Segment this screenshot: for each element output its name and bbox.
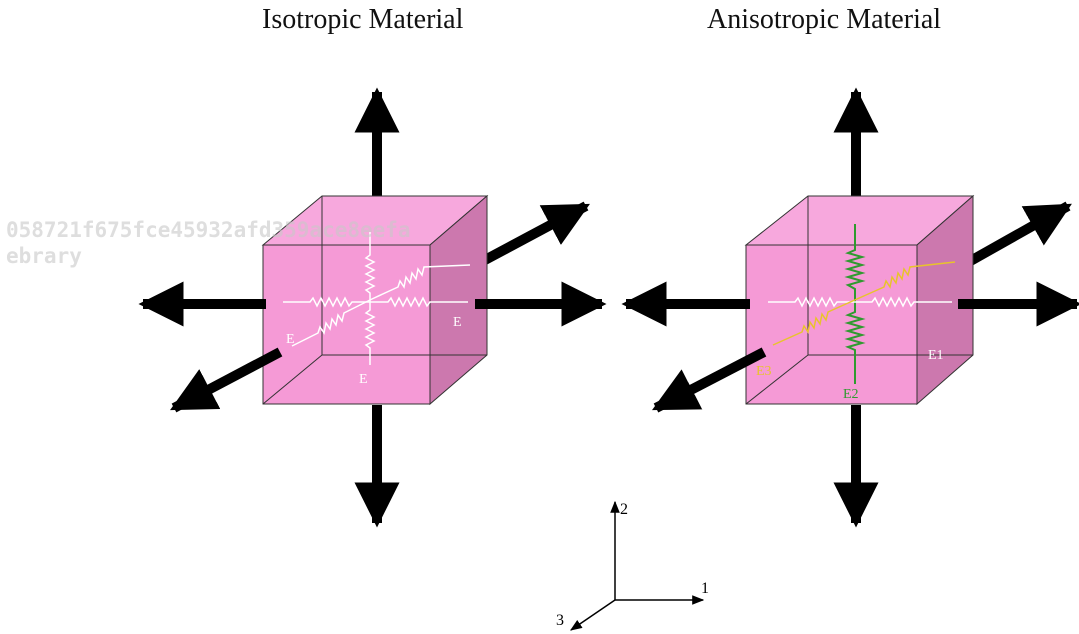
cube-hidden-edge-diag (262, 354, 323, 405)
cube-front-face (262, 244, 431, 405)
spring-e3 (772, 261, 956, 346)
axis-3-label: 3 (556, 612, 564, 629)
isotropic-cube-group: E E E (138, 87, 607, 528)
load-arrow-back-right (955, 201, 1072, 273)
aniso-label-e3: E3 (756, 364, 772, 379)
axis-2-label: 2 (620, 501, 628, 518)
spring-horizontal (283, 296, 468, 308)
spring-diagonal (291, 264, 471, 347)
title-isotropic: Isotropic Material (262, 4, 464, 35)
anisotropic-cube-group: E3 E1 E2 (621, 87, 1079, 528)
load-arrow-front-left (170, 347, 283, 413)
aniso-label-e2: E2 (843, 387, 859, 402)
cube-hidden-edge-diag (745, 354, 809, 405)
iso-label-x: E (453, 315, 462, 330)
load-arrow-back-right (467, 201, 590, 273)
iso-label-y: E (359, 372, 368, 387)
axis-3-line (570, 599, 616, 631)
iso-label-z: E (286, 332, 295, 347)
axes-triad: 2 1 3 (556, 500, 709, 631)
title-anisotropic: Anisotropic Material (707, 4, 942, 35)
load-arrow-front-left (652, 347, 767, 413)
aniso-label-e1: E1 (928, 348, 944, 363)
cube-front-face (745, 244, 918, 405)
axis-1-label: 1 (701, 580, 709, 597)
spring-e1 (768, 296, 952, 308)
